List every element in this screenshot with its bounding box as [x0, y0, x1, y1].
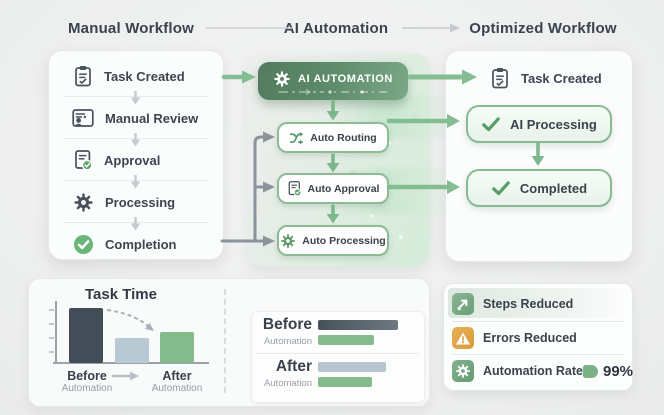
gear-icon — [452, 360, 474, 382]
step-label: Approval — [104, 152, 161, 168]
manual-step-task-created: Task Created — [73, 62, 185, 90]
bar-mid — [115, 338, 149, 363]
after-green-bar — [318, 377, 372, 387]
task-time-bar-chart — [49, 301, 209, 364]
auto-approval-box: Auto Approval — [277, 173, 389, 204]
after-light-bar — [318, 362, 386, 372]
before-green-bar — [318, 335, 374, 345]
step-label: Completed — [519, 180, 588, 196]
completed-box: Completed — [466, 169, 612, 207]
row-highlight — [448, 288, 626, 318]
step-label: Task Created — [104, 68, 185, 84]
document-check-icon — [73, 149, 93, 171]
heading-optimized-workflow: Optimized Workflow — [469, 20, 617, 37]
clipboard-icon — [73, 65, 93, 87]
decline-arrowhead — [144, 322, 154, 331]
step-label: Auto Processing — [302, 234, 386, 247]
before-label: Before — [262, 316, 312, 333]
warning-icon — [452, 327, 474, 349]
manual-step-manual-review: Manual Review — [72, 104, 198, 132]
automation-rate-value: 99% — [603, 362, 634, 380]
circuit-trace-decoration — [278, 89, 388, 95]
step-label: Processing — [105, 194, 176, 210]
ai-automation-banner: AI AUTOMATION — [258, 62, 408, 100]
step-label: Task Created — [521, 70, 602, 86]
manual-step-completion: Completion — [73, 230, 177, 258]
clipboard-icon — [490, 67, 510, 89]
stat-label: Automation Rate — [483, 364, 583, 378]
gear-icon — [273, 70, 291, 88]
after-sublabel: Automation — [263, 378, 312, 389]
after-label: After — [275, 358, 312, 375]
divider — [452, 354, 624, 355]
stat-errors-reduced: Errors Reduced — [452, 325, 624, 351]
gear-icon — [280, 233, 296, 249]
bar-before — [69, 308, 103, 363]
before-label: Before — [67, 369, 107, 383]
bar-after — [160, 332, 194, 363]
stats-panel: Steps Reduced Errors Reduced Automation … — [443, 283, 633, 391]
document-person-icon — [72, 108, 94, 128]
ai-processing-box: AI Processing — [466, 105, 612, 143]
manual-step-processing: Processing — [73, 188, 175, 216]
after-sublabel: Automation — [151, 383, 203, 394]
check-icon — [481, 115, 501, 133]
document-check-icon — [287, 180, 302, 197]
dashed-separator — [224, 289, 226, 393]
task-time-panel: Task Time Before Automation After Automa… — [28, 278, 430, 407]
divider — [452, 321, 624, 322]
banner-label: AI AUTOMATION — [298, 73, 393, 85]
before-dark-bar — [318, 320, 398, 330]
step-label: Auto Routing — [310, 131, 377, 144]
task-time-title: Task Time — [85, 286, 157, 303]
check-icon — [491, 179, 511, 197]
step-label: Auto Approval — [307, 182, 380, 195]
optimized-workflow-card: Task Created AI Processing Completed — [445, 50, 633, 262]
down-arrow-icon — [130, 175, 141, 189]
step-label: Manual Review — [105, 110, 199, 126]
routing-icon — [289, 131, 304, 145]
down-arrow-icon — [130, 217, 141, 231]
step-label: AI Processing — [510, 116, 597, 132]
before-sublabel: Automation — [263, 336, 312, 347]
automation-rate-value-group: 99% — [583, 363, 633, 380]
stat-label: Steps Reduced — [483, 297, 574, 311]
stat-automation-rate: Automation Rate 99% — [452, 358, 633, 384]
manual-workflow-card: Task Created Manual Review Approval Proc… — [48, 50, 224, 260]
step-label: Completion — [105, 236, 177, 252]
divider — [256, 353, 418, 354]
check-circle-icon — [73, 234, 94, 255]
stat-label: Errors Reduced — [483, 331, 577, 345]
gear-icon — [73, 192, 94, 213]
heading-ai-automation: AI Automation — [283, 20, 389, 37]
trend-up-icon — [452, 293, 474, 315]
optimized-step-task-created: Task Created — [490, 64, 602, 92]
manual-step-approval: Approval — [73, 146, 160, 174]
down-arrow-icon — [130, 133, 141, 147]
comparison-bars-card: Before Automation After Automation — [251, 311, 425, 403]
after-label: After — [162, 369, 192, 383]
heading-manual-workflow: Manual Workflow — [67, 20, 195, 37]
auto-processing-box: Auto Processing — [277, 225, 389, 256]
stat-steps-reduced: Steps Reduced — [452, 291, 624, 317]
decline-curve — [106, 309, 151, 329]
auto-routing-box: Auto Routing — [277, 122, 389, 153]
down-arrow-icon — [130, 91, 141, 105]
before-sublabel: Automation — [61, 383, 113, 394]
rate-indicator-icon — [583, 364, 598, 378]
